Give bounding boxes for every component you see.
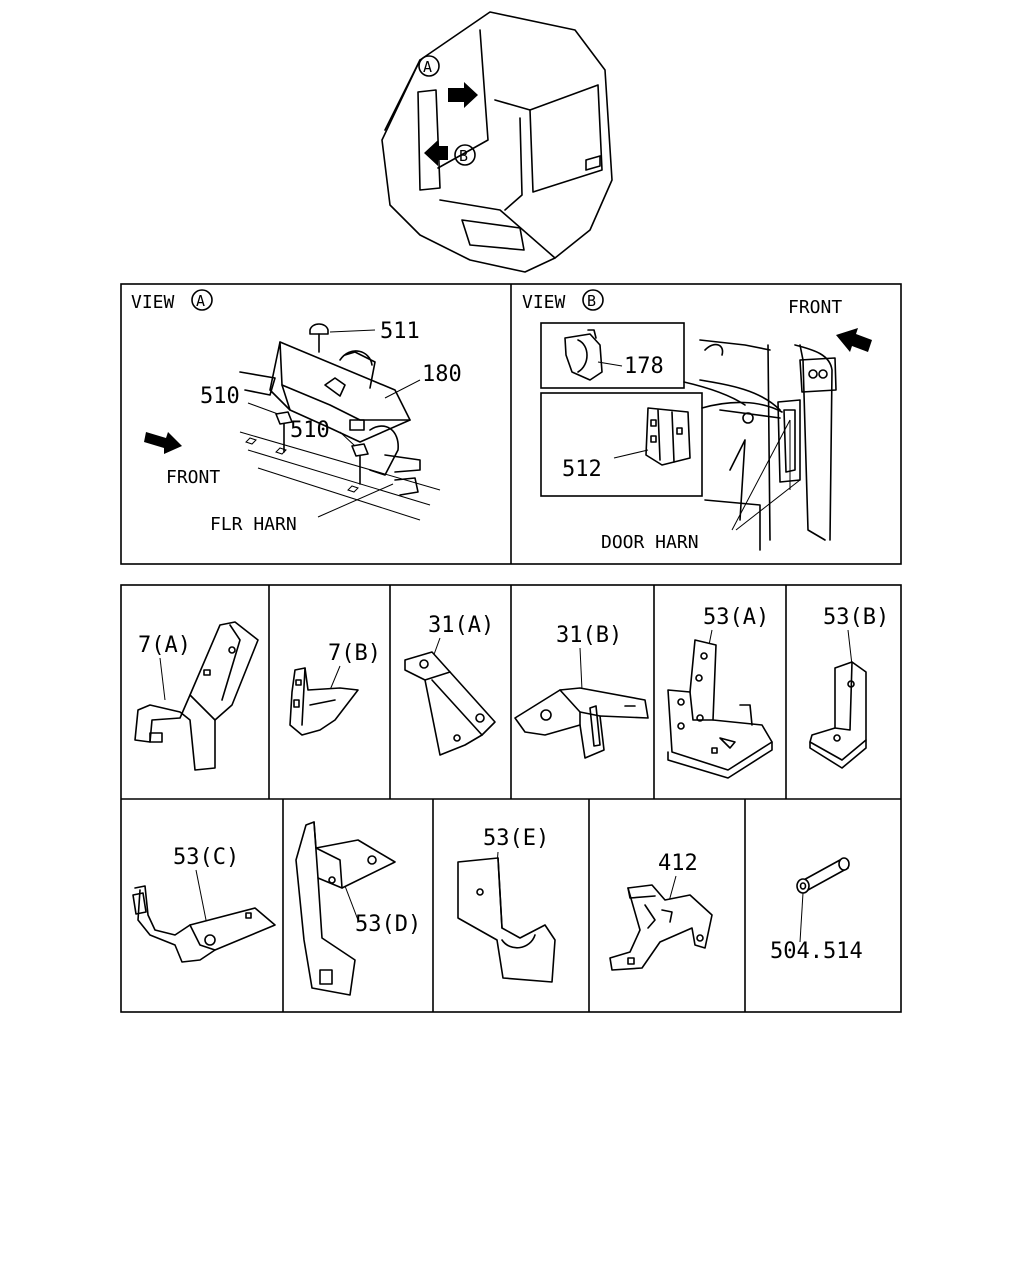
marker-b-circle xyxy=(454,144,476,166)
label-510-right: 510 xyxy=(290,418,330,443)
screw-511 xyxy=(309,323,329,335)
label-53a: 53(A) xyxy=(703,605,769,630)
label-512: 512 xyxy=(562,457,602,482)
part-7a: 7(A) xyxy=(134,621,259,771)
label-7a: 7(A) xyxy=(138,633,191,658)
label-53d: 53(D) xyxy=(355,912,421,937)
part-53c: 53(C) xyxy=(132,845,276,963)
view-b-marker: B xyxy=(587,292,596,310)
marker-a-circle xyxy=(418,55,440,77)
part-53b: 53(B) xyxy=(809,605,889,769)
label-31b: 31(B) xyxy=(556,623,622,648)
part-31a: 31(A) xyxy=(404,613,496,756)
inset-178 xyxy=(540,322,685,389)
part-7b: 7(B) xyxy=(289,641,381,736)
part-53d: 53(D) xyxy=(295,821,421,996)
marker-a: A xyxy=(423,58,432,76)
part-53e: 53(E) xyxy=(457,826,556,983)
part-412: 412 xyxy=(609,851,713,971)
view-a-title: VIEW xyxy=(131,292,175,313)
inset-512 xyxy=(540,392,703,497)
label-180: 180 xyxy=(422,362,462,387)
label-door-harn: DOOR HARN xyxy=(601,532,699,553)
clip-510-right xyxy=(351,443,369,457)
label-53b: 53(B) xyxy=(823,605,889,630)
view-b-title: VIEW xyxy=(522,292,566,313)
label-412: 412 xyxy=(658,851,698,876)
label-511: 511 xyxy=(380,319,420,344)
label-510-left: 510 xyxy=(200,384,240,409)
view-b-panel: VIEW B FRONT 178 xyxy=(522,289,872,553)
label-flr-harn: FLR HARN xyxy=(210,514,297,535)
part-504-514: 504.514 xyxy=(770,857,863,964)
part-31b: 31(B) xyxy=(514,623,649,759)
label-front-a: FRONT xyxy=(166,467,220,488)
part-53a: 53(A) xyxy=(667,605,773,779)
label-504-514: 504.514 xyxy=(770,939,863,964)
arrow-a-icon xyxy=(448,82,478,108)
label-7b: 7(B) xyxy=(328,641,381,666)
clip-510-left xyxy=(275,411,293,425)
label-front-b: FRONT xyxy=(788,297,842,318)
label-178: 178 xyxy=(624,354,664,379)
arrow-b-icon xyxy=(424,140,448,166)
label-53e: 53(E) xyxy=(483,826,549,851)
label-53c: 53(C) xyxy=(173,845,239,870)
view-a-panel: VIEW A 511 180 510 xyxy=(131,289,462,535)
label-31a: 31(A) xyxy=(428,613,494,638)
front-arrow-a-icon xyxy=(144,432,182,454)
marker-b: B xyxy=(459,147,468,165)
view-a-marker: A xyxy=(196,292,205,310)
front-arrow-b-icon xyxy=(836,328,872,352)
cab-overview: A B xyxy=(381,11,613,273)
